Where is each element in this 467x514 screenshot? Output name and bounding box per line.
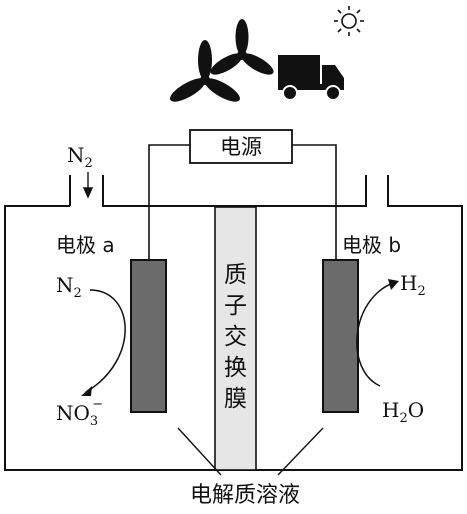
inlet-arrow xyxy=(82,172,94,199)
electrolyte-label: 电解质溶液 xyxy=(190,483,300,508)
sun-icon xyxy=(334,6,364,36)
electrode-b-label: 电极 b xyxy=(342,233,401,257)
proton-exchange-membrane xyxy=(214,206,257,471)
electrode-a-reactant: N2 xyxy=(56,273,82,301)
electrode-b-reaction-arrow xyxy=(356,279,399,387)
electrode-b-reactant: H2O xyxy=(382,398,424,426)
electrode-a-reaction-arrow xyxy=(81,289,126,396)
wind-turbine-icon xyxy=(170,19,274,102)
electrode-b xyxy=(322,259,359,413)
membrane-char: 质 xyxy=(224,262,247,288)
electrode-a xyxy=(130,259,167,413)
membrane-char: 交 xyxy=(224,324,247,350)
truck-icon xyxy=(278,55,344,101)
electrolytic-cell-vessel xyxy=(4,175,463,471)
membrane-label: 质 子 交 换 膜 xyxy=(224,262,247,412)
circuit-wires xyxy=(148,144,337,260)
power-source-box xyxy=(189,129,293,164)
inlet-gas-label: N2 xyxy=(67,143,93,171)
membrane-char: 膜 xyxy=(224,386,247,412)
electrode-b-product: H2 xyxy=(400,271,426,299)
electrode-a-label: 电极 a xyxy=(56,233,115,257)
membrane-char: 子 xyxy=(224,293,247,319)
electrolyte-pointer-lines xyxy=(177,427,324,476)
membrane-char: 换 xyxy=(224,355,247,381)
power-source-label: 电源 xyxy=(220,135,262,159)
electrode-a-product: NO3− xyxy=(56,397,103,429)
